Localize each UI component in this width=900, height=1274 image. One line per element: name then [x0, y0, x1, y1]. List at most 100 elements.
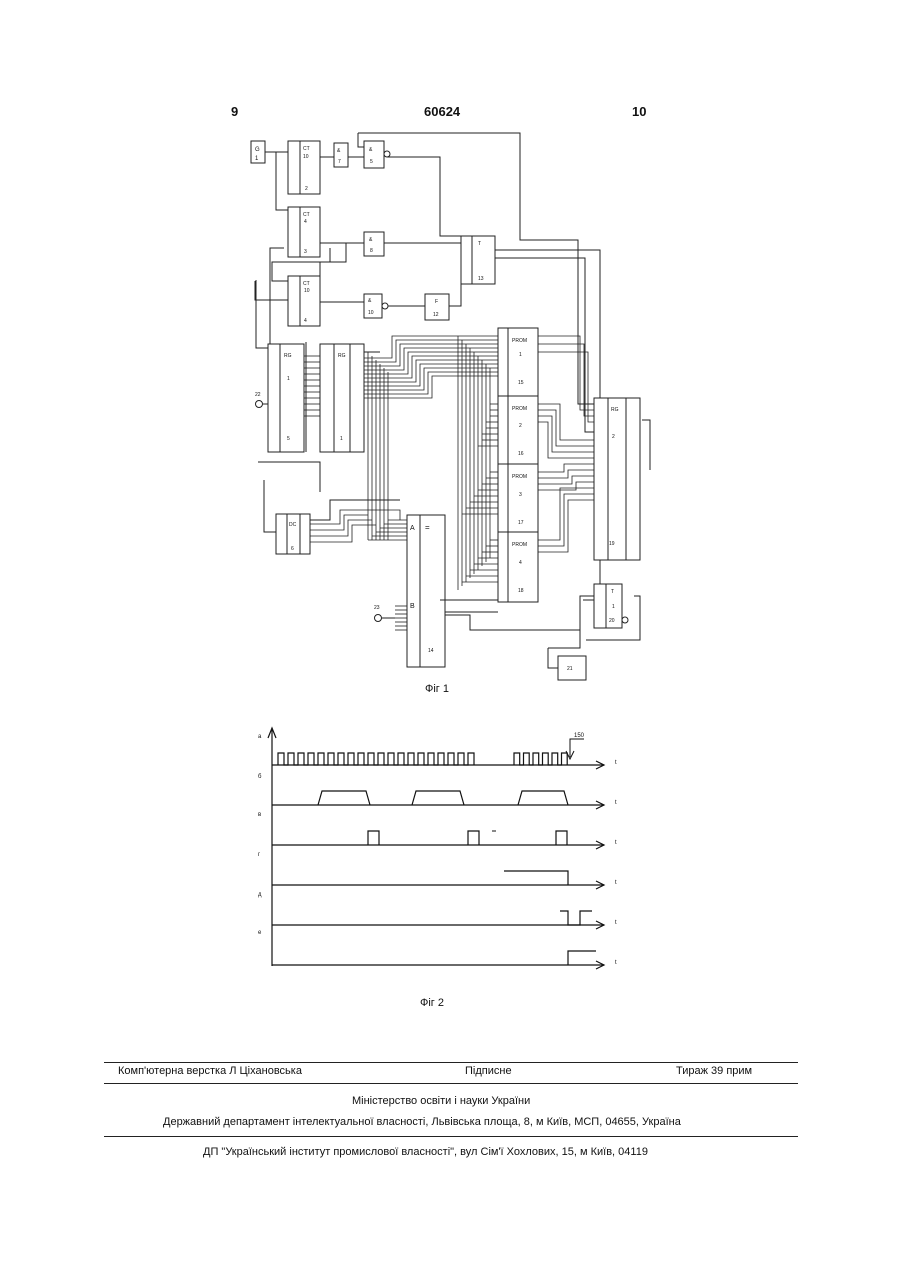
svg-text:3: 3: [304, 249, 307, 255]
marker-150: 150: [566, 733, 585, 759]
svg-text:t: t: [615, 800, 617, 806]
signal-g: [504, 871, 568, 885]
block-prom-16: PROM 2 16: [498, 396, 538, 464]
svg-text:19: 19: [609, 541, 615, 547]
svg-text:1: 1: [340, 436, 343, 442]
signal-b: [318, 791, 568, 805]
circulation-label: Тираж 39 прим: [676, 1065, 752, 1077]
svg-text:17: 17: [518, 520, 524, 526]
figure-1-caption: Фіг 1: [425, 683, 449, 695]
block-trigger-20: T 1 20: [594, 584, 628, 628]
svg-text:1: 1: [519, 352, 522, 358]
row-label-d: д: [258, 892, 262, 898]
typesetter-credit: Комп'ютерна верстка Л Ціхановська: [118, 1065, 302, 1077]
svg-text:13: 13: [478, 276, 484, 282]
svg-text:CT: CT: [303, 212, 310, 218]
publisher-line: ДП "Український інститут промислової вла…: [203, 1146, 648, 1158]
row-label-v: в: [258, 812, 261, 818]
address-bus: [364, 336, 498, 590]
svg-text:22: 22: [255, 392, 261, 398]
svg-text:10: 10: [304, 288, 310, 294]
svg-text:RG: RG: [611, 407, 619, 413]
block-counter-2: CT 10 2: [288, 141, 320, 194]
signed-label: Підписне: [465, 1065, 512, 1077]
block-and-7: & 7: [334, 143, 348, 167]
block-f-12: F 12: [425, 294, 449, 320]
svg-text:F: F: [435, 299, 438, 305]
svg-text:1: 1: [612, 604, 615, 610]
t-labels: t t t t t t: [615, 760, 617, 966]
svg-text:15: 15: [518, 380, 524, 386]
svg-text:20: 20: [609, 618, 615, 624]
row-label-a: а: [258, 734, 262, 740]
timing-diagram: а б в г д е t t t t t t: [0, 720, 900, 1020]
imprint-rule-bottom: [104, 1136, 798, 1137]
block-register-1: RG 1: [320, 344, 364, 452]
circuit-diagram: G 1 CT 10 2 & 7 & 5 CT 4 3 & 8 T 13 CT 1…: [0, 0, 900, 700]
svg-text:=: =: [425, 523, 430, 532]
block-trigger-13: T 13: [461, 236, 495, 284]
svg-text:t: t: [615, 880, 617, 886]
svg-text:5: 5: [370, 159, 373, 165]
block-decoder-6: DC 6: [276, 514, 310, 554]
svg-text:T: T: [478, 241, 481, 247]
svg-text:23: 23: [374, 605, 380, 611]
svg-text:t: t: [615, 840, 617, 846]
signal-v: [368, 831, 567, 845]
svg-text:6: 6: [291, 546, 294, 552]
block-21: 21: [558, 656, 586, 680]
svg-text:A: A: [410, 525, 415, 532]
terminal-23: 23: [374, 605, 395, 622]
signal-a: [278, 753, 567, 765]
svg-text:7: 7: [338, 159, 341, 165]
svg-text:4: 4: [304, 318, 307, 324]
block-prom-17: PROM 3 17: [498, 464, 538, 532]
block-register-19: RG 2 19: [594, 398, 640, 560]
terminal-22: 22: [255, 392, 268, 408]
block-and-10: & 10: [364, 294, 388, 318]
svg-text:5: 5: [287, 436, 290, 442]
svg-text:PROM: PROM: [512, 542, 527, 548]
svg-text:3: 3: [519, 492, 522, 498]
svg-text:12: 12: [433, 312, 439, 318]
svg-text:CT: CT: [303, 146, 310, 152]
block-prom-15: PROM 1 15: [498, 328, 538, 396]
svg-text:&: &: [369, 237, 373, 243]
block-comparator-14: A = B 14: [407, 515, 445, 667]
svg-text:10: 10: [303, 154, 309, 160]
imprint-rule-top: [104, 1062, 798, 1063]
svg-text:&: &: [368, 298, 372, 304]
department-line: Державний департамент інтелектуальної вл…: [163, 1116, 681, 1128]
svg-text:4: 4: [519, 560, 522, 566]
svg-text:18: 18: [518, 588, 524, 594]
svg-text:t: t: [615, 760, 617, 766]
svg-text:10: 10: [368, 310, 374, 316]
svg-text:1: 1: [255, 156, 259, 162]
svg-text:PROM: PROM: [512, 406, 527, 412]
block-generator-1: G 1: [251, 141, 265, 163]
ministry-line: Міністерство освіти і науки України: [352, 1095, 530, 1107]
block-prom-18: PROM 4 18: [498, 532, 538, 602]
svg-text:t: t: [615, 960, 617, 966]
imprint-rule-mid: [104, 1083, 798, 1084]
svg-text:2: 2: [612, 434, 615, 440]
svg-text:PROM: PROM: [512, 474, 527, 480]
svg-text:&: &: [337, 148, 341, 154]
data-bus: [538, 336, 594, 552]
svg-text:CT: CT: [303, 281, 310, 287]
row-label-e: е: [258, 930, 262, 936]
block-register-5: RG 1 5: [268, 344, 304, 452]
svg-text:2: 2: [519, 423, 522, 429]
svg-text:150: 150: [574, 733, 585, 739]
clock-pulse-train: [514, 753, 567, 765]
svg-text:14: 14: [428, 648, 434, 654]
block-and-8: & 8: [364, 232, 384, 256]
control-wires: [255, 133, 650, 668]
block-counter-4: CT 10 4: [288, 276, 320, 326]
svg-text:RG: RG: [284, 353, 292, 359]
signal-d: [560, 911, 592, 925]
svg-text:21: 21: [567, 666, 573, 672]
block-and-5: & 5: [364, 141, 390, 168]
figure-2-caption: Фіг 2: [420, 997, 444, 1009]
svg-text:&: &: [369, 147, 373, 153]
